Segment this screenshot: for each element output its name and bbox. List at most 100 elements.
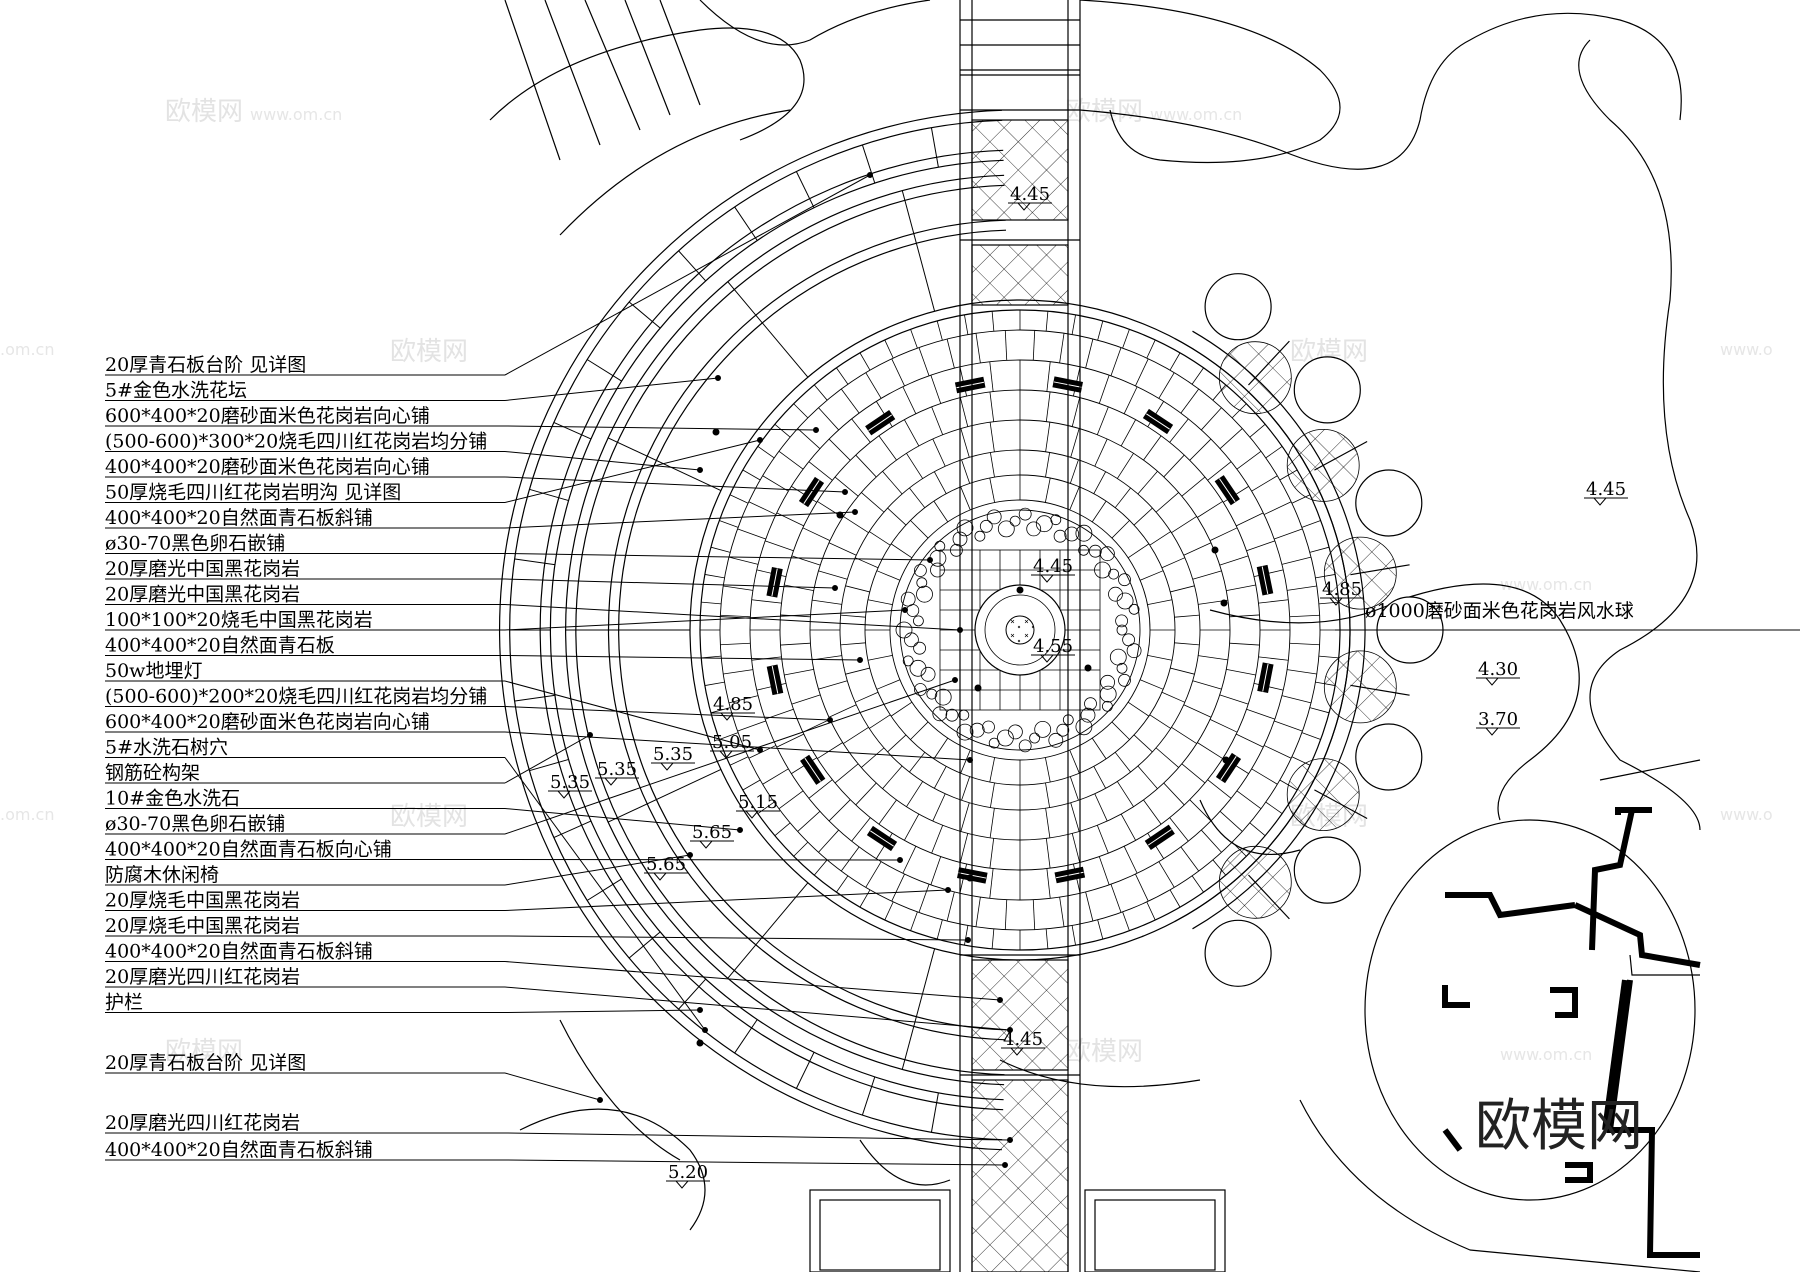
brick-joint	[1318, 601, 1339, 605]
watermark-site: www.om.cn	[1500, 575, 1592, 594]
brick-joint	[808, 461, 833, 481]
brick-joint	[1044, 757, 1051, 783]
brick-joint	[1169, 889, 1181, 908]
callout-leader-line	[504, 935, 969, 941]
brick-joint	[1110, 347, 1122, 376]
brick-joint	[960, 802, 970, 832]
pebble	[1029, 732, 1040, 744]
brick-joint	[1191, 367, 1204, 385]
brick-joint	[918, 347, 930, 376]
callout-target-dot	[1007, 1137, 1013, 1143]
brick-joint	[1309, 707, 1330, 714]
step-segment-line	[678, 250, 706, 282]
brick-joint	[791, 555, 821, 566]
brick-joint	[1163, 782, 1185, 806]
brick-joint	[1045, 391, 1051, 422]
brick-joint	[784, 668, 814, 676]
callout-target-dot	[927, 557, 933, 563]
brick-joint	[1219, 811, 1243, 832]
callout-target-dot	[867, 172, 873, 178]
brick-joint	[1032, 899, 1036, 930]
pebble	[1109, 648, 1127, 666]
brick-joint	[989, 452, 995, 478]
brick-joint	[843, 516, 869, 534]
brick-joint	[1289, 614, 1320, 618]
brick-joint	[933, 766, 947, 789]
brick-joint	[1281, 556, 1312, 565]
brick-joint	[828, 438, 851, 461]
brick-joint	[793, 841, 809, 857]
material-callout-label: 护栏	[105, 992, 143, 1014]
pebble	[997, 520, 1015, 538]
callout-target-dot	[945, 887, 951, 893]
brick-joint	[859, 352, 871, 371]
brick-joint	[1114, 487, 1131, 508]
feng-shui-ball	[1293, 356, 1361, 424]
brick-joint	[1236, 733, 1264, 748]
material-callout-label: 5#金色水洗花坛	[105, 380, 247, 402]
brick-joint	[1122, 911, 1130, 931]
watermark-site: www.o	[1720, 340, 1773, 359]
pebble	[974, 530, 986, 542]
pebble	[1053, 529, 1067, 543]
callout-leader-line	[504, 451, 701, 471]
brick-joint	[1120, 419, 1136, 447]
brick-joint	[1309, 546, 1330, 553]
landscape-lines	[489, 0, 1701, 1273]
brick-joint	[910, 721, 929, 740]
brick-joint	[1289, 642, 1320, 646]
step-segment-line	[930, 1092, 939, 1133]
callout-leader-line	[504, 1159, 1006, 1166]
pebble	[934, 688, 952, 706]
step-segment-line	[861, 1076, 876, 1116]
pebble	[1084, 697, 1097, 711]
material-callout-label: 50w地埋灯	[105, 660, 202, 682]
brick-joint	[828, 799, 851, 822]
pebble	[1008, 724, 1023, 740]
material-callout-label: ø30-70黑色卵石嵌铺	[105, 813, 285, 835]
brick-joint	[1094, 438, 1108, 467]
brick-joint	[906, 781, 924, 807]
material-callout-label: 20厚青石板台阶 见详图	[105, 354, 306, 376]
callout-leader-line	[504, 476, 846, 493]
brick-joint	[762, 768, 789, 785]
feng-shui-ball-callout: ø1000磨砂面米色花岗岩风水球	[1365, 600, 1634, 622]
elevation-value: 5.35	[550, 772, 590, 793]
brick-joint	[818, 407, 839, 431]
callout-leader-line	[504, 1072, 601, 1101]
pebble	[916, 577, 928, 589]
brick-joint	[729, 756, 749, 766]
callout-leader-line	[504, 889, 949, 911]
brick-joint	[884, 901, 894, 921]
brick-joint	[910, 911, 918, 931]
brick-joint	[1139, 570, 1164, 581]
brick-joint	[720, 614, 751, 618]
brick-joint	[1183, 704, 1212, 718]
watermark: 欧模网	[390, 337, 468, 367]
step-segment-line	[514, 558, 555, 566]
callout-leader-line	[504, 377, 719, 401]
material-callout-label: 400*400*20磨砂面米色花岗岩向心铺	[105, 456, 430, 478]
callout-target-dot	[737, 827, 743, 833]
elevation-value: 4.45	[1010, 184, 1050, 205]
brick-joint	[961, 776, 971, 801]
brick-joint	[1045, 928, 1049, 949]
pebble	[914, 564, 927, 577]
brick-joint	[748, 501, 777, 515]
step-segment-line	[930, 127, 939, 168]
callout-leader-line	[504, 439, 761, 503]
pebble	[1099, 685, 1117, 703]
callout-target-dot	[597, 1097, 603, 1103]
brick-joint	[851, 817, 871, 842]
elevation-marks: 4.454.454.554.454.854.303.704.855.055.35…	[548, 184, 1628, 1189]
brick-joint	[1226, 584, 1256, 592]
brick-joint	[791, 694, 821, 705]
brick-joint	[710, 546, 731, 553]
brick-joint	[989, 782, 995, 808]
brick-joint	[1207, 779, 1232, 799]
brick-joint	[1123, 386, 1138, 414]
callout-target-dot	[997, 997, 1003, 1003]
planter-divider	[607, 437, 722, 491]
brick-joint	[1274, 720, 1303, 732]
brick-joint	[1174, 614, 1200, 618]
